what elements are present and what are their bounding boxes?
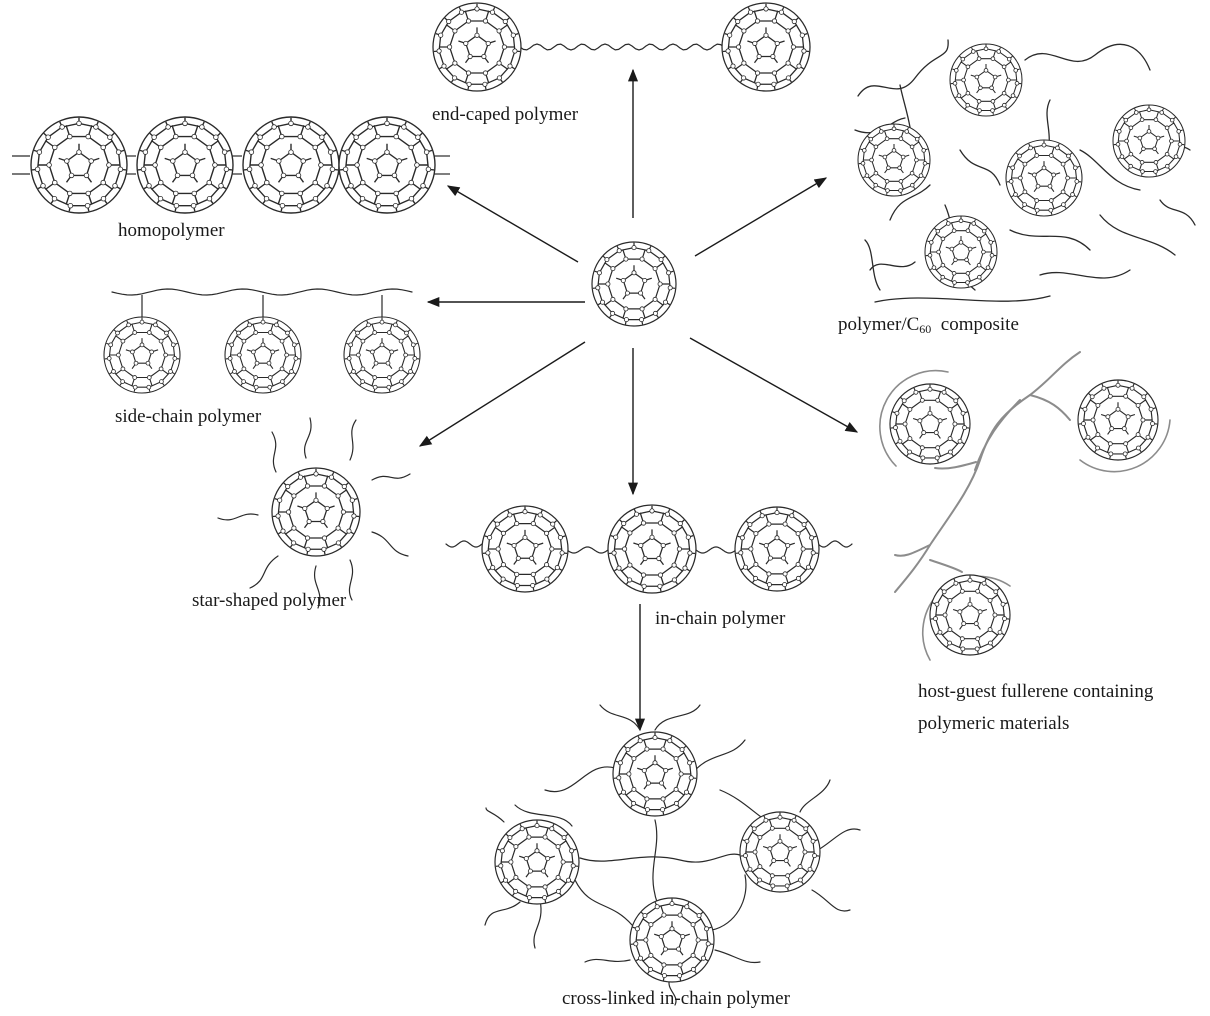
fullerene-cross-linked-bottom — [629, 897, 715, 983]
fullerene-homopolymer-4 — [338, 116, 436, 214]
star-arm — [249, 555, 279, 589]
host-cavity-arc — [1079, 419, 1171, 473]
arrow-to-homopolymer — [446, 185, 579, 263]
arrow-to-host-guest — [689, 337, 859, 433]
fullerene-composite-3 — [1005, 139, 1083, 217]
in-chain-segment — [445, 540, 483, 548]
fullerene-composite-1 — [949, 43, 1023, 117]
fullerene-cross-linked-right — [739, 811, 821, 893]
star-arm — [217, 513, 259, 521]
fullerene-in-chain-3 — [734, 506, 820, 592]
fullerene-side-chain-3 — [343, 316, 421, 394]
star-arm — [271, 431, 277, 473]
label-composite-prefix: polymer/C — [838, 314, 920, 335]
cross-link-chain — [599, 704, 641, 731]
composite-polymer-chain — [1079, 149, 1141, 191]
fullerene-cross-linked-top — [612, 731, 698, 817]
label-host-guest-line1: host-guest fullerene containing — [918, 681, 1154, 702]
composite-polymer-chain — [1159, 199, 1196, 226]
star-arm — [349, 419, 357, 461]
fullerene-host-guest-1 — [889, 383, 971, 465]
fullerene-host-guest-3 — [929, 574, 1011, 656]
fullerene-homopolymer-1 — [30, 116, 128, 214]
fullerenes-group — [30, 2, 1186, 983]
label-composite-subscript: 60 — [919, 322, 932, 336]
fullerene-homopolymer-2 — [136, 116, 234, 214]
fullerene-side-chain-1 — [103, 316, 181, 394]
cross-link-chain — [544, 766, 616, 793]
star-arm — [304, 417, 312, 459]
cross-link-chain — [654, 704, 701, 731]
label-cross-linked-in-chain-polymer: cross-linked in-chain polymer — [562, 988, 790, 1009]
cross-link-chain — [584, 958, 631, 963]
composite-polymer-chain — [889, 184, 931, 221]
fullerene-cross-linked-left — [494, 819, 580, 905]
label-star-shaped-polymer: star-shaped polymer — [192, 590, 347, 611]
composite-polymer-chain — [857, 39, 949, 97]
composite-polymer-chain — [1024, 43, 1151, 71]
cross-link-chain — [652, 819, 659, 906]
star-arm — [348, 559, 354, 601]
host-guest-branch — [1029, 394, 1071, 421]
chain-end-capped — [519, 43, 725, 51]
fullerene-composite-5 — [924, 215, 998, 289]
cross-link-chain — [711, 874, 747, 931]
composite-polymer-chain — [959, 149, 1001, 186]
arrow-to-star-shaped — [418, 341, 586, 447]
side-chain-backbone — [111, 288, 413, 296]
label-end-capped-polymer: end-caped polymer — [432, 104, 579, 125]
composite-polymer-chain — [1009, 229, 1091, 251]
cross-link-chain — [689, 739, 746, 777]
label-homopolymer: homopolymer — [118, 220, 225, 241]
cross-link-chain — [485, 807, 505, 823]
in-chain-segment — [566, 546, 609, 554]
in-chain-segment — [817, 540, 853, 548]
composite-polymer-chain — [874, 295, 1051, 303]
label-host-guest-line2: polymeric materials — [918, 713, 1070, 734]
cross-link-chain — [817, 828, 861, 851]
host-guest-backbone — [974, 399, 1021, 471]
host-guest-branch — [894, 544, 931, 557]
label-side-chain-polymer: side-chain polymer — [115, 406, 262, 427]
host-guest-branch — [929, 559, 963, 573]
cross-link-chain — [514, 804, 573, 827]
star-arm — [371, 531, 409, 557]
arrow-to-composite — [694, 177, 828, 257]
fullerene-end-capped-right — [721, 2, 811, 92]
cross-link-chain — [799, 779, 831, 813]
fullerene-in-chain-2 — [607, 504, 697, 594]
fullerene-center — [591, 241, 677, 327]
host-guest-branch — [934, 461, 977, 470]
fullerene-homopolymer-3 — [242, 116, 340, 214]
label-composite: polymer/C60 composite — [838, 314, 1019, 337]
fullerene-host-guest-2 — [1077, 379, 1159, 461]
in-chain-segment — [695, 546, 737, 554]
host-guest-backbone — [894, 351, 1081, 593]
label-host-guest: host-guest fullerene containing polymeri… — [918, 676, 1210, 740]
host-cavity-arc — [879, 369, 949, 467]
star-arm — [371, 473, 411, 481]
fullerene-composite-4 — [1112, 104, 1186, 178]
fullerene-composite-2 — [857, 123, 931, 197]
composite-polymer-chain — [864, 239, 881, 291]
arrows-group — [418, 68, 859, 732]
cross-link-chain — [533, 899, 542, 949]
cross-link-chain — [484, 901, 521, 926]
fullerene-side-chain-2 — [224, 316, 302, 394]
fullerene-end-capped-left — [432, 2, 522, 92]
fullerene-star-shaped — [271, 467, 361, 557]
composite-polymer-chain — [1099, 214, 1176, 256]
label-in-chain-polymer: in-chain polymer — [655, 608, 786, 629]
cross-link-chain — [579, 853, 741, 863]
cross-link-chain — [714, 949, 761, 964]
fullerene-in-chain-1 — [481, 505, 569, 593]
cross-link-chain — [574, 879, 633, 926]
star-arm — [314, 565, 321, 609]
composite-polymer-chain — [869, 261, 916, 271]
composite-polymer-chain — [1039, 269, 1131, 279]
cross-link-chain — [811, 889, 851, 912]
label-composite-suffix: composite — [940, 314, 1019, 335]
